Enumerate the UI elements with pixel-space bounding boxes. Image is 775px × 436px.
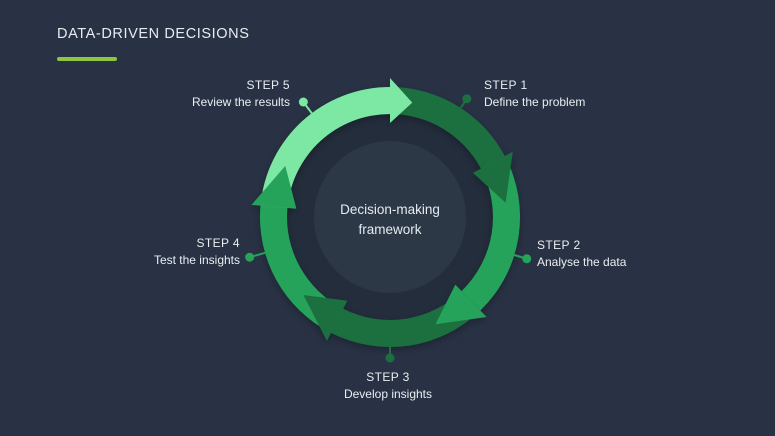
connector-dot-step-3 bbox=[385, 353, 395, 363]
step-3-desc: Develop insights bbox=[343, 387, 433, 401]
connector-dot-step-1 bbox=[462, 94, 472, 104]
step-4-title: STEP 4 bbox=[196, 236, 240, 250]
step-2-desc: Analyse the data bbox=[537, 255, 627, 269]
step-4-label: STEP 4 Test the insights bbox=[154, 235, 240, 269]
connector-dot-step-4 bbox=[245, 252, 255, 262]
step-5-label: STEP 5 Review the results bbox=[192, 77, 290, 111]
title-underline bbox=[57, 57, 117, 61]
center-label-line2: framework bbox=[358, 222, 422, 237]
arc-step-5 bbox=[260, 87, 390, 209]
connector-line-step-4 bbox=[253, 251, 266, 258]
step-5-title: STEP 5 bbox=[246, 78, 290, 92]
connector-dot-step-5 bbox=[298, 97, 308, 107]
arc-step-3 bbox=[330, 291, 481, 347]
arrowhead-step-4 bbox=[251, 165, 297, 209]
connector-line-step-1 bbox=[459, 101, 466, 109]
cycle-ring bbox=[251, 78, 520, 347]
step-3-label: STEP 3 Develop insights bbox=[344, 369, 432, 403]
step-5-desc: Review the results bbox=[191, 95, 290, 109]
step-4-desc: Test the insights bbox=[153, 253, 240, 267]
arrowhead-step-3 bbox=[303, 294, 348, 341]
arrowhead-step-2 bbox=[435, 284, 487, 325]
connector-line-step-2 bbox=[514, 254, 524, 259]
step-3-title: STEP 3 bbox=[366, 370, 410, 384]
connector-line-step-5 bbox=[304, 104, 313, 114]
page-title: DATA-DRIVEN DECISIONS bbox=[57, 26, 250, 42]
center-label: Decision-making framework bbox=[290, 200, 490, 240]
arc-arrowheads bbox=[251, 78, 513, 341]
step-1-title: STEP 1 bbox=[484, 78, 528, 92]
arrowhead-step-1 bbox=[472, 151, 513, 203]
cycle-inner-disc bbox=[314, 141, 466, 293]
center-label-line1: Decision-making bbox=[340, 202, 440, 217]
arc-step-1 bbox=[390, 87, 505, 169]
connector-dot-step-2 bbox=[522, 254, 532, 264]
step-2-title: STEP 2 bbox=[537, 238, 581, 252]
label-connectors bbox=[245, 94, 532, 363]
arrowhead-step-5 bbox=[390, 78, 413, 123]
step-2-label: STEP 2 Analyse the data bbox=[537, 237, 626, 271]
step-1-label: STEP 1 Define the problem bbox=[484, 77, 585, 111]
step-1-desc: Define the problem bbox=[484, 95, 586, 109]
